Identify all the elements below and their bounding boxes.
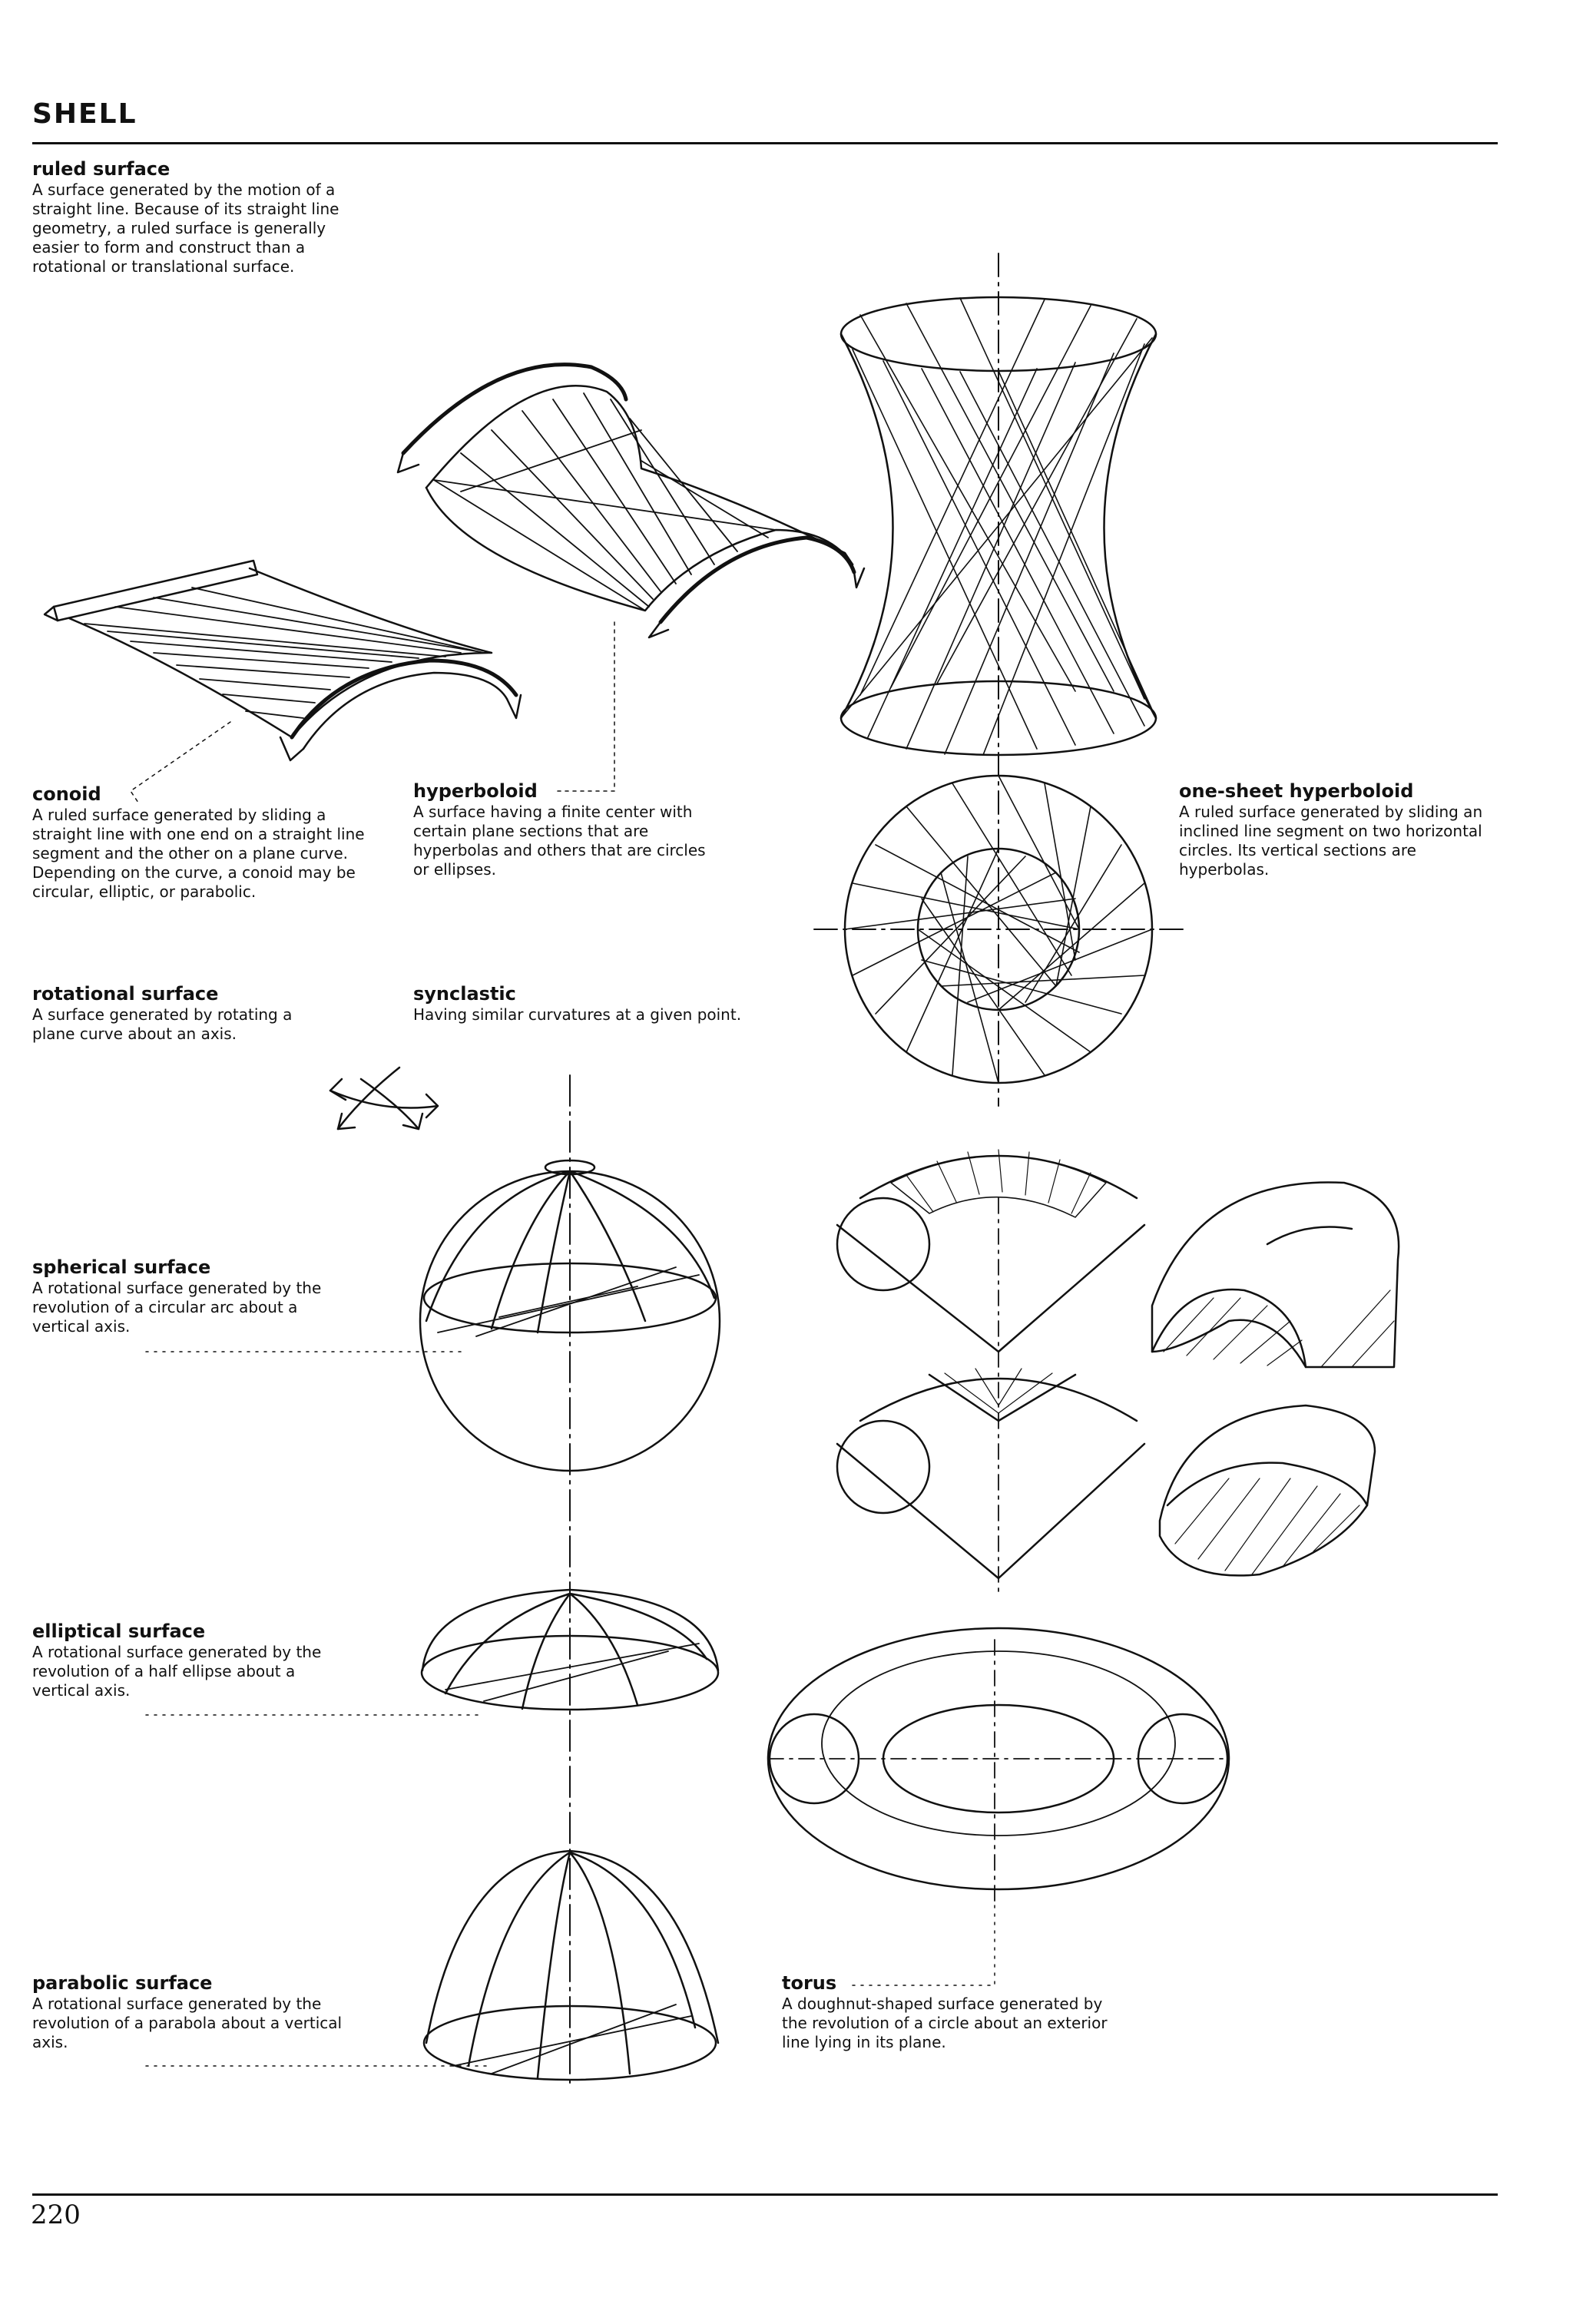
spherical-surface-illustration [420,1160,720,1471]
entry-conoid: conoid A ruled surface generated by slid… [32,785,378,902]
torus-section-illustration [837,1150,1144,1594]
entry-spherical-surface: spherical surface A rotational surface g… [32,1258,355,1336]
elliptical-surface-illustration [422,1590,718,1710]
term-ruled-surface: ruled surface [32,158,171,180]
entry-elliptical-surface: elliptical surface A rotational surface … [32,1622,355,1700]
term-elliptical-surface: elliptical surface [32,1621,206,1642]
definition-rotational-surface: A surface generated by rotating a plane … [32,1005,293,1043]
definition-conoid: A ruled surface generated by sliding a s… [32,806,365,901]
synclastic-arrows-icon [330,1068,438,1129]
entry-one-sheet-hyperboloid: one-sheet hyperboloid A ruled surface ge… [1179,782,1486,879]
definition-spherical-surface: A rotational surface generated by the re… [32,1279,322,1336]
header-rule [32,142,1498,144]
page-title: SHELL [32,98,137,130]
term-rotational-surface: rotational surface [32,983,219,1005]
entry-rotational-surface: rotational surface A surface generated b… [32,985,339,1044]
definition-parabolic-surface: A rotational surface generated by the re… [32,1995,343,2051]
definition-one-sheet-hyperboloid: A ruled surface generated by sliding an … [1179,803,1483,879]
torus-illustration [768,1628,1229,1905]
entry-hyperboloid: hyperboloid A surface having a finite ce… [413,782,713,879]
term-torus: torus [782,1972,837,1994]
definition-ruled-surface: A surface generated by the motion of a s… [32,180,339,276]
term-hyperboloid: hyperboloid [413,780,538,802]
footer-rule [32,2193,1498,2196]
torus-cut-solids-illustration [1152,1182,1399,1575]
entry-torus: torus A doughnut-shaped surface generate… [782,1974,1112,2052]
definition-torus: A doughnut-shaped surface generated by t… [782,1995,1108,2051]
entry-parabolic-surface: parabolic surface A rotational surface g… [32,1974,355,2052]
term-conoid: conoid [32,783,101,805]
entry-synclastic: synclastic Having similar curvatures at … [413,985,774,1025]
parabolic-surface-illustration [424,1851,718,2080]
conoid-illustration [45,561,521,803]
entry-ruled-surface: ruled surface A surface generated by the… [32,160,363,276]
leader-lines [146,1352,995,2066]
page-number: 220 [31,2200,81,2230]
definition-elliptical-surface: A rotational surface generated by the re… [32,1643,322,1700]
definition-hyperboloid: A surface having a finite center with ce… [413,803,706,879]
hyperboloid-illustration [398,365,864,791]
term-one-sheet-hyperboloid: one-sheet hyperboloid [1179,780,1414,802]
term-synclastic: synclastic [413,983,516,1005]
term-spherical-surface: spherical surface [32,1256,211,1278]
definition-synclastic: Having similar curvatures at a given poi… [413,1005,742,1024]
one-sheet-hyperboloid-illustration [814,253,1183,1106]
term-parabolic-surface: parabolic surface [32,1972,213,1994]
